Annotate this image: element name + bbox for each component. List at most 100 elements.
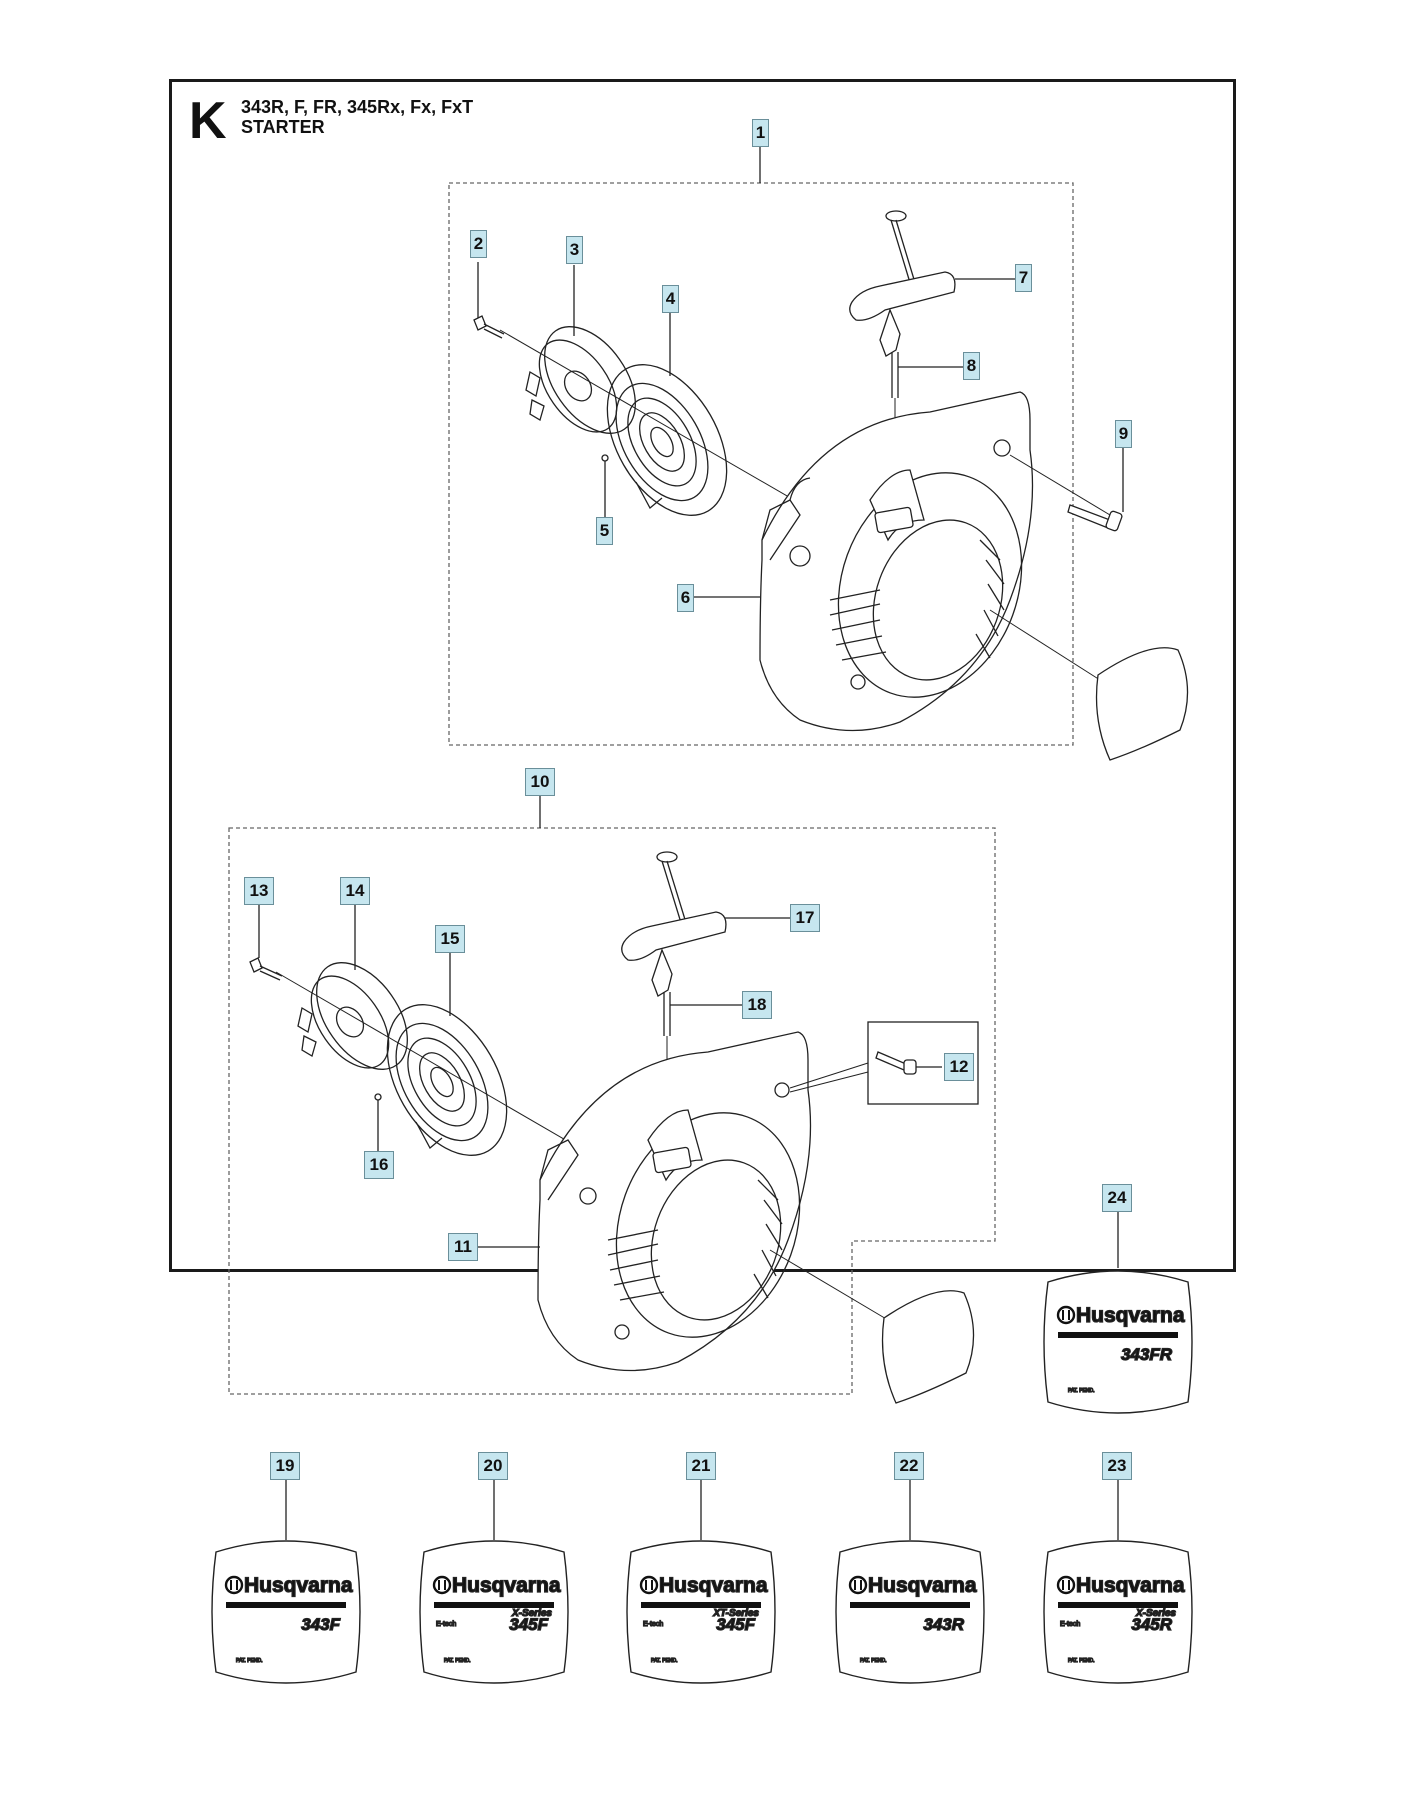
callout-10[interactable]: 10	[525, 768, 555, 796]
part-3-pulley	[525, 326, 636, 434]
decal-brand: Husqvarna	[1076, 1304, 1185, 1327]
assembly-title: STARTER	[241, 117, 325, 137]
callout-20[interactable]: 20	[478, 1452, 508, 1480]
callout-8[interactable]: 8	[963, 352, 980, 380]
part-4-spring-cassette	[606, 364, 728, 516]
callout-3[interactable]: 3	[566, 236, 583, 264]
assembly-1-boundary	[448, 182, 1074, 746]
decal-brand: Husqvarna	[868, 1574, 977, 1597]
decal-stripe	[1058, 1332, 1178, 1338]
part-11-starter-housing	[537, 1031, 812, 1372]
callout-11[interactable]: 11	[448, 1233, 478, 1261]
decal-outline	[1043, 1540, 1193, 1684]
lower-starter-assembly	[249, 851, 979, 1404]
centerline-lower	[275, 971, 601, 1161]
callout-19[interactable]: 19	[270, 1452, 300, 1480]
callout-4[interactable]: 4	[662, 285, 679, 313]
decal-brand: Husqvarna	[1076, 1574, 1185, 1597]
part-12-pointer-a	[789, 1062, 869, 1089]
husqvarna-crown-icon	[639, 1575, 659, 1595]
decal-series: X-Series	[1135, 1608, 1176, 1619]
decal-outline	[1043, 1270, 1193, 1414]
part-6-starter-housing	[759, 391, 1034, 732]
decal-brand: Husqvarna	[244, 1574, 353, 1597]
part-9-screw	[1009, 454, 1123, 532]
callout-16[interactable]: 16	[364, 1151, 394, 1179]
decal-stripe	[641, 1602, 761, 1608]
callout-2[interactable]: 2	[470, 230, 487, 258]
lower-window-patch	[769, 1249, 975, 1404]
part-5-screw	[601, 454, 609, 470]
decal-outline	[419, 1540, 569, 1684]
part-16-screw	[374, 1093, 382, 1108]
decal-pat: PAT. PEND.	[236, 1658, 263, 1664]
part-15-spring-cassette	[386, 1004, 508, 1156]
decal-pat: PAT. PEND.	[651, 1658, 678, 1664]
decal-series: XT-Series	[712, 1608, 759, 1619]
callout-9[interactable]: 9	[1115, 420, 1132, 448]
callout-5[interactable]: 5	[596, 517, 613, 545]
part-13-bolt	[249, 957, 283, 981]
decal-model: 343FR	[1121, 1345, 1173, 1364]
callout-6[interactable]: 6	[677, 584, 694, 612]
husqvarna-crown-icon	[848, 1575, 868, 1595]
decal-brand: Husqvarna	[452, 1574, 561, 1597]
husqvarna-crown-icon	[224, 1575, 244, 1595]
part-2-bolt	[473, 315, 505, 339]
callout-12[interactable]: 12	[944, 1053, 974, 1081]
callout-1[interactable]: 1	[752, 119, 769, 147]
upper-window-patch	[989, 609, 1189, 761]
decal-model: 345R	[1131, 1615, 1172, 1634]
decal-model: 345F	[716, 1615, 755, 1634]
decal-brand: Husqvarna	[659, 1574, 768, 1597]
part-7-starter-handle	[849, 210, 956, 357]
decal-etech: E-tech	[1060, 1621, 1080, 1628]
part-12-pointer-b	[789, 1071, 869, 1093]
callout-22[interactable]: 22	[894, 1452, 924, 1480]
decal-19: Husqvarna 343F PAT. PEND.	[211, 1540, 361, 1684]
centerline-upper	[499, 329, 821, 516]
callout-23[interactable]: 23	[1102, 1452, 1132, 1480]
decal-pat: PAT. PEND.	[444, 1658, 471, 1664]
decal-model: 343R	[923, 1615, 964, 1634]
husqvarna-crown-icon	[1056, 1575, 1076, 1595]
callout-18[interactable]: 18	[742, 991, 772, 1019]
decal-etech: E-tech	[643, 1621, 663, 1628]
decal-outline	[211, 1540, 361, 1684]
callout-17[interactable]: 17	[790, 904, 820, 932]
husqvarna-crown-icon	[432, 1575, 452, 1595]
decal-series: X-Series	[511, 1608, 552, 1619]
decal-etech: E-tech	[436, 1621, 456, 1628]
upper-starter-assembly	[473, 210, 1189, 761]
model-list: 343R, F, FR, 345Rx, Fx, FxT	[241, 97, 474, 117]
decal-model: 345F	[509, 1615, 548, 1634]
decal-stripe	[850, 1602, 970, 1608]
part-17-starter-handle	[621, 851, 727, 997]
husqvarna-crown-icon	[1056, 1305, 1076, 1325]
decal-stripe	[434, 1602, 554, 1608]
decal-22: Husqvarna 343R PAT. PEND.	[835, 1540, 985, 1684]
assembly-10-boundary	[228, 827, 996, 1395]
callout-7[interactable]: 7	[1015, 264, 1032, 292]
section-letter: K	[189, 92, 227, 150]
part-12-screw	[875, 1051, 942, 1075]
callout-14[interactable]: 14	[340, 877, 370, 905]
decal-pat: PAT. PEND.	[860, 1658, 887, 1664]
decal-pat: PAT. PEND.	[1068, 1658, 1095, 1664]
decal-outline	[835, 1540, 985, 1684]
callout-15[interactable]: 15	[435, 925, 465, 953]
callout-13[interactable]: 13	[244, 877, 274, 905]
decal-stripe	[226, 1602, 346, 1608]
decal-stripe	[1058, 1602, 1178, 1608]
callout-24[interactable]: 24	[1102, 1184, 1132, 1212]
callout-21[interactable]: 21	[686, 1452, 716, 1480]
decal-model: 343F	[301, 1615, 340, 1634]
part-14-pulley	[297, 962, 408, 1070]
decal-outline	[626, 1540, 776, 1684]
